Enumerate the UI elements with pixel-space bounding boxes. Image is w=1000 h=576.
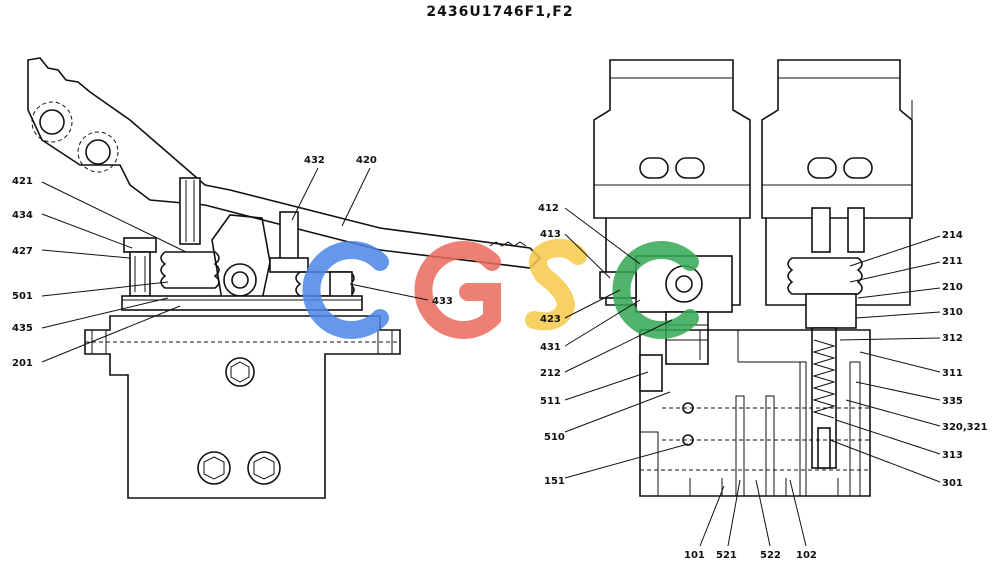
part-label-521: 521 <box>716 550 737 561</box>
part-label-501: 501 <box>12 291 33 302</box>
part-label-212: 212 <box>540 368 561 379</box>
part-label-431: 431 <box>540 342 561 353</box>
part-label-214: 214 <box>942 230 963 241</box>
part-label-412: 412 <box>538 203 559 214</box>
watermark-letter-c-blue <box>302 241 389 339</box>
left-view <box>27 57 542 499</box>
part-label-335: 335 <box>942 396 963 407</box>
valve-body-flange <box>84 315 401 499</box>
part-label-211: 211 <box>942 256 963 267</box>
leader-lines <box>41 167 941 547</box>
spring <box>812 339 836 419</box>
right-view <box>593 59 913 497</box>
part-label-510: 510 <box>544 432 565 443</box>
part-label-421: 421 <box>12 176 33 187</box>
part-label-420: 420 <box>356 155 377 166</box>
push-rod-right <box>279 211 299 261</box>
watermark-letter-c-green <box>612 241 699 339</box>
part-label-201: 201 <box>12 358 33 369</box>
watermark-letter-g-red <box>414 241 501 339</box>
bolt-head <box>123 237 157 253</box>
part-label-435: 435 <box>12 323 33 334</box>
part-label-210: 210 <box>942 282 963 293</box>
part-label-511: 511 <box>540 396 561 407</box>
pedal-cover-left <box>593 59 751 219</box>
part-label-432: 432 <box>304 155 325 166</box>
watermark-logo <box>302 239 699 339</box>
pedal-cover-right <box>761 59 913 219</box>
part-label-427: 427 <box>12 246 33 257</box>
watermark-letter-s-yellow <box>525 239 587 331</box>
part-label-522: 522 <box>760 550 781 561</box>
part-label-102: 102 <box>796 550 817 561</box>
part-label-311: 311 <box>942 368 963 379</box>
boot-left <box>160 251 220 289</box>
part-label-313: 313 <box>942 450 963 461</box>
boot-right-section <box>787 257 863 295</box>
push-rod-left <box>179 177 201 245</box>
plunger <box>811 207 831 253</box>
part-label-310: 310 <box>942 307 963 318</box>
part-label-320-321: 320,321 <box>942 422 988 433</box>
part-label-413: 413 <box>540 229 561 240</box>
pedal-arm <box>27 57 542 269</box>
part-label-151: 151 <box>544 476 565 487</box>
part-label-312: 312 <box>942 333 963 344</box>
part-label-301: 301 <box>942 478 963 489</box>
part-label-434: 434 <box>12 210 33 221</box>
part-labels: 432 420 421 434 427 501 435 201 433 412 … <box>12 155 988 561</box>
part-label-433: 433 <box>432 296 453 307</box>
pivot-hole <box>39 109 65 135</box>
part-label-423: 423 <box>540 314 561 325</box>
drawing-number: 2436U1746F1,F2 <box>426 4 574 20</box>
pivot-hole-dashed <box>31 101 73 143</box>
part-label-101: 101 <box>684 550 705 561</box>
